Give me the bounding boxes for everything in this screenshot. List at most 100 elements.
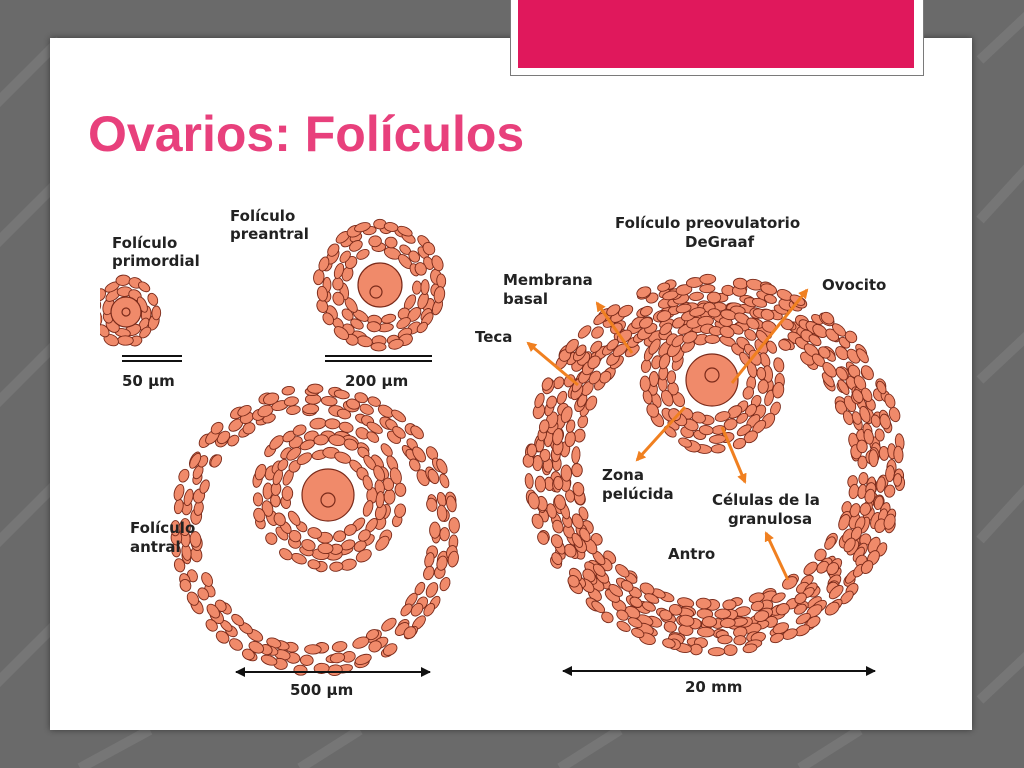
cell: [534, 475, 546, 493]
cell: [682, 331, 698, 344]
label-ovocito: Ovocito: [822, 276, 886, 294]
cell: [563, 543, 577, 558]
cell: [704, 334, 721, 344]
cell: [338, 421, 354, 433]
antral-cumulus-inner: [270, 434, 387, 555]
cell: [618, 304, 634, 318]
cell: [332, 277, 344, 291]
arrow-antro: [764, 531, 790, 581]
cell: [269, 435, 284, 450]
label-preovulatory-1: Folículo preovulatorio: [615, 214, 800, 232]
cell: [420, 279, 430, 296]
cell: [659, 322, 673, 336]
cell: [231, 613, 245, 627]
cell: [341, 308, 354, 321]
cell: [808, 334, 822, 347]
cell: [358, 529, 371, 542]
cell: [227, 434, 240, 447]
cell: [766, 340, 778, 354]
cell: [639, 582, 655, 596]
cell: [717, 634, 733, 645]
cell: [215, 630, 230, 644]
cell: [100, 288, 106, 302]
cell: [753, 610, 770, 622]
cell: [287, 510, 301, 526]
arrow-membrana: [595, 301, 634, 354]
cell: [333, 263, 345, 279]
cell: [383, 488, 396, 505]
slide-title: Ovarios: Folículos: [88, 106, 525, 162]
cell: [343, 438, 359, 451]
preantral-follicle: [313, 218, 447, 352]
cell: [746, 317, 760, 330]
cell: [201, 572, 214, 587]
cell: [541, 377, 553, 391]
cell: [327, 243, 340, 257]
cell: [100, 324, 110, 338]
scale-label-antral: 500 μm: [290, 681, 353, 699]
cell: [354, 653, 372, 665]
preantral-outer-ring: [313, 218, 447, 352]
cell: [860, 365, 874, 381]
cell: [591, 600, 606, 614]
cell: [392, 426, 406, 439]
preantral-inner-ring: [332, 235, 430, 333]
cell: [439, 577, 451, 592]
cell: [641, 601, 656, 612]
cell: [860, 560, 874, 575]
cell: [689, 291, 704, 301]
cell: [772, 381, 785, 399]
cell: [750, 600, 765, 612]
cell: [856, 439, 868, 454]
cell: [763, 294, 777, 304]
cell: [859, 502, 871, 516]
cell: [100, 309, 103, 327]
label-teca: Teca: [475, 328, 512, 346]
cell: [606, 304, 621, 317]
cell: [769, 632, 785, 644]
cell: [299, 654, 314, 666]
cell: [324, 418, 341, 430]
cell: [410, 425, 424, 440]
cell: [678, 614, 695, 627]
cell: [879, 413, 891, 430]
cell: [388, 338, 404, 350]
cell: [699, 284, 716, 294]
cell: [707, 647, 726, 657]
cell: [322, 312, 334, 326]
cell: [822, 362, 837, 378]
cell: [531, 513, 544, 529]
cell: [778, 339, 792, 351]
cell: [100, 299, 102, 313]
cell: [147, 292, 159, 306]
cell: [391, 409, 407, 423]
cell: [423, 565, 435, 581]
cell: [381, 617, 397, 632]
cell: [422, 241, 436, 256]
cell: [588, 370, 602, 385]
cell: [701, 616, 718, 628]
cell: [616, 609, 629, 621]
cell: [397, 225, 413, 237]
cell: [706, 291, 722, 304]
cell: [571, 463, 583, 478]
cell: [356, 248, 370, 260]
preantral-nucleus: [369, 285, 383, 299]
cell: [307, 383, 324, 394]
cell: [876, 476, 886, 493]
cell: [446, 495, 457, 513]
primordial-nucleus: [121, 307, 131, 317]
cell: [893, 445, 904, 464]
cell: [375, 491, 385, 509]
cell: [868, 449, 879, 468]
cell: [551, 552, 563, 566]
cell: [286, 446, 302, 461]
cell: [567, 575, 580, 588]
cell: [888, 406, 901, 423]
cell: [370, 342, 387, 352]
cell: [577, 325, 592, 339]
cell: [237, 404, 252, 417]
cell: [362, 475, 373, 491]
cell: [859, 405, 871, 423]
cell: [553, 376, 565, 390]
